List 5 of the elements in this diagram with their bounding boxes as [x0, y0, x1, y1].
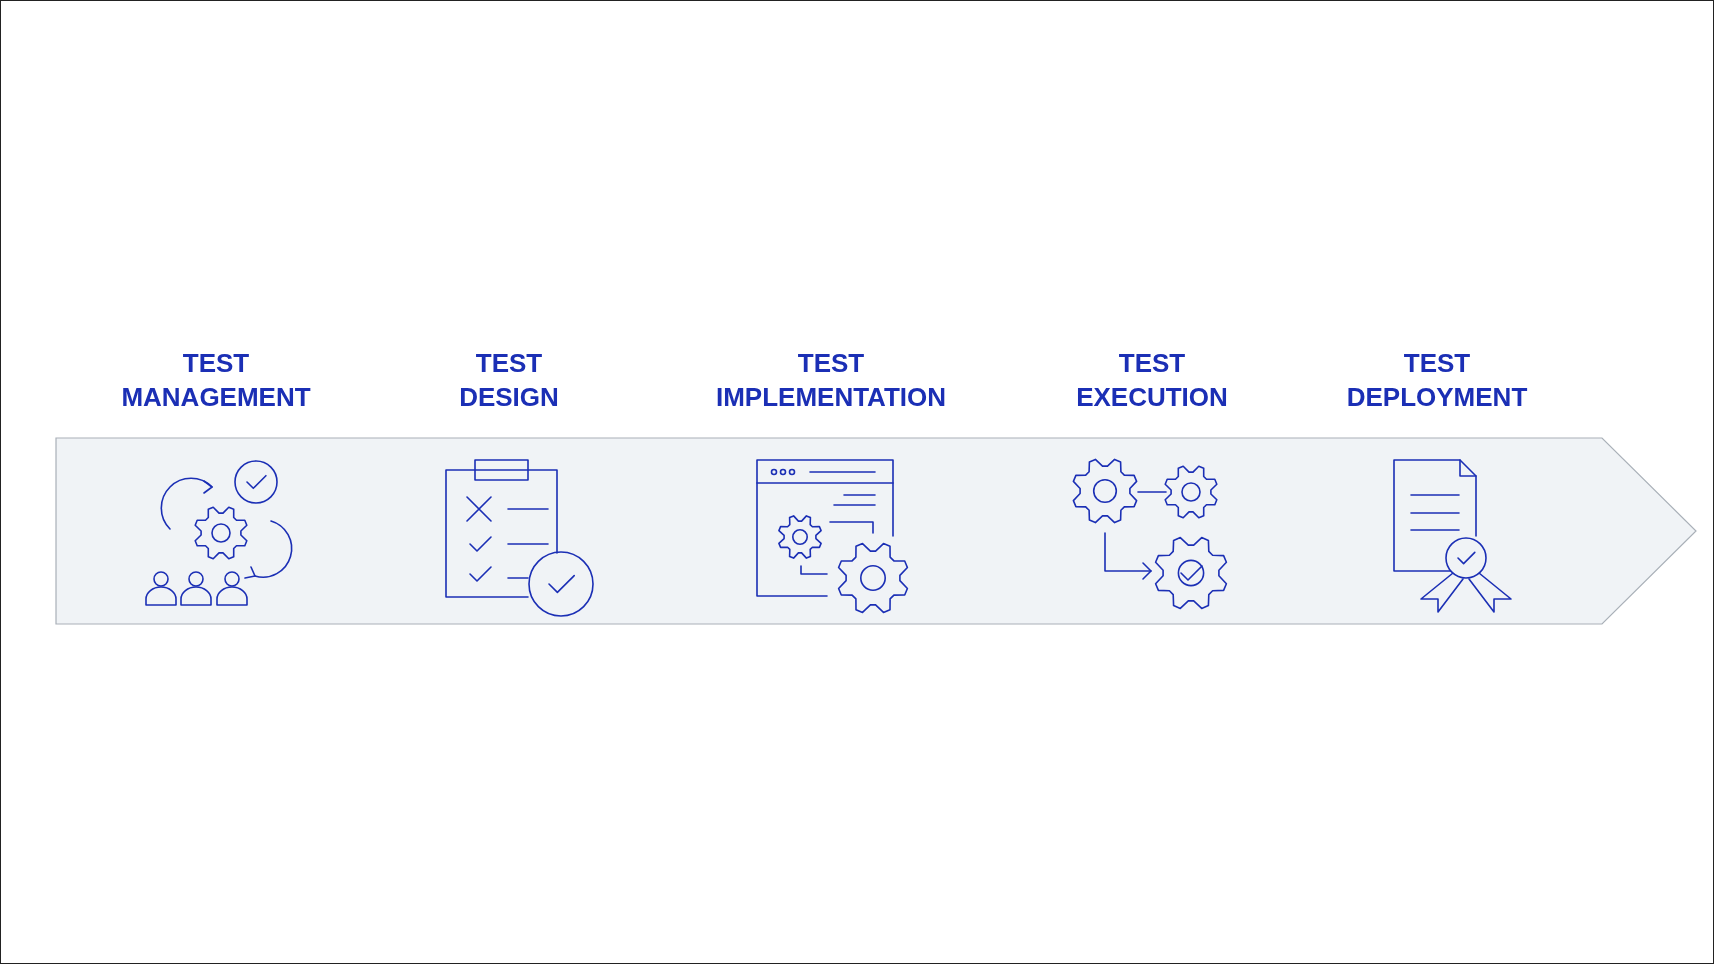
stage-heading: TEST EXECUTION [1076, 347, 1228, 414]
stage-heading: TEST IMPLEMENTATION [715, 347, 947, 414]
stage-heading: TEST DEPLOYMENT [1346, 347, 1528, 414]
stage-heading: TEST DESIGN [459, 347, 559, 414]
stage-heading: TEST MANAGEMENT [121, 347, 311, 414]
